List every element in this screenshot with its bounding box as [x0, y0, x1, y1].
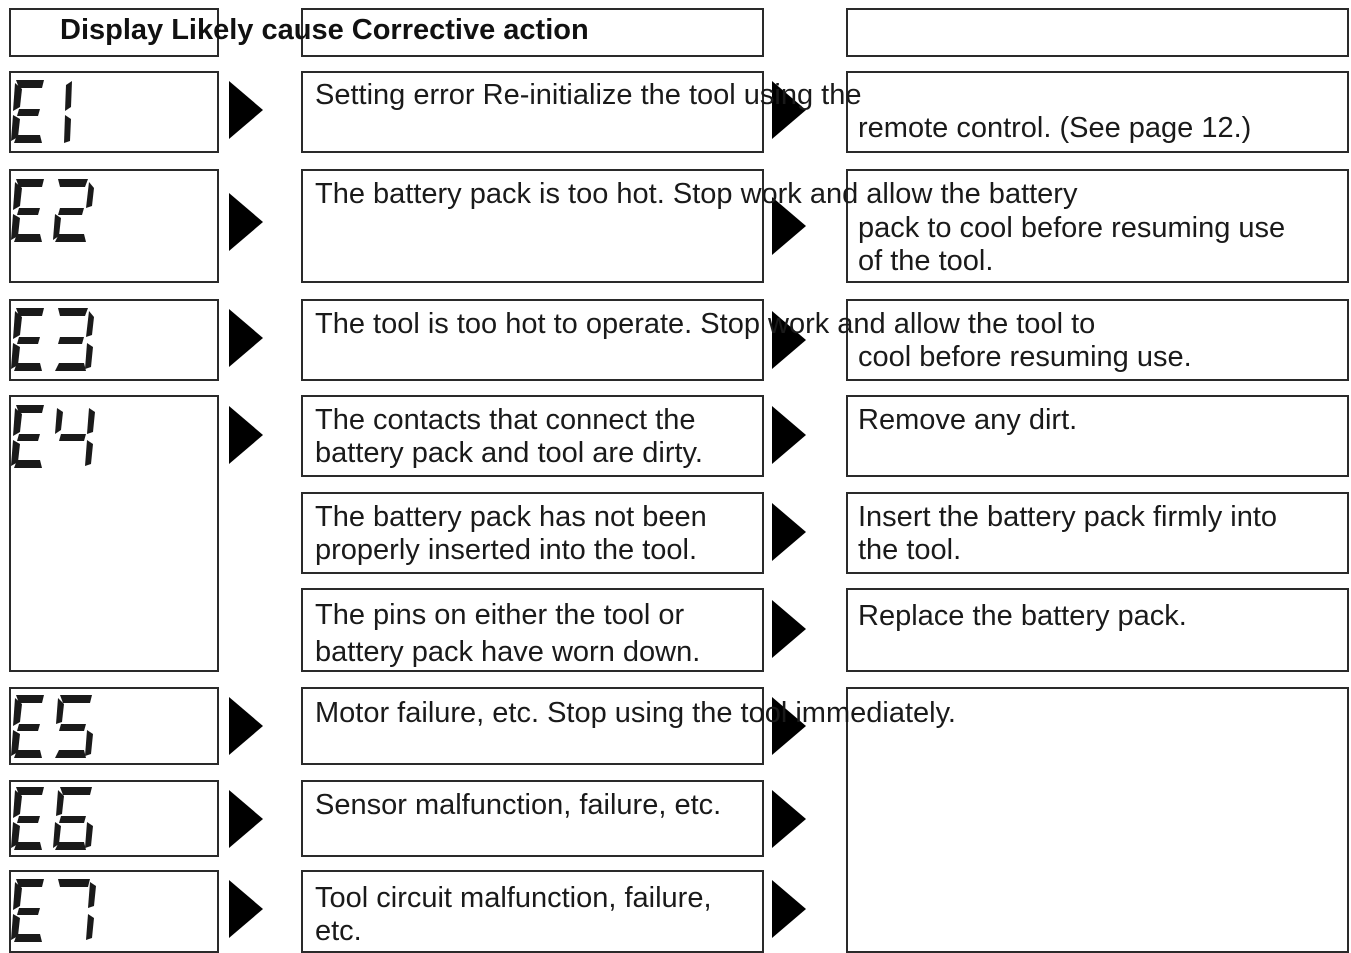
header-display-box [9, 8, 219, 57]
arrow-right-icon [772, 600, 806, 658]
arrow-right-icon [772, 697, 806, 755]
arrow-right-icon [229, 790, 263, 848]
action-text-e2: pack to cool before resuming use of the … [858, 212, 1286, 277]
cause-box-e4-inserted [301, 492, 764, 574]
e4-segment-icon [11, 405, 95, 468]
cause-text-e4-inserted: The battery pack has not been properly i… [315, 501, 707, 566]
arrow-right-icon [772, 197, 806, 255]
cause-text-e2: The battery pack is too hot. Stop work a… [315, 178, 1078, 210]
action-text-e4-dirty: Remove any dirt. [858, 404, 1078, 436]
cause-box-e4-worn [301, 588, 764, 672]
cause-text-e3: The tool is too hot to operate. Stop wor… [315, 308, 1096, 340]
e2-segment-icon [11, 179, 94, 242]
action-text-e1: remote control. (See page 12.) [858, 112, 1252, 144]
action-text-e3: cool before resuming use. [858, 341, 1192, 373]
arrow-right-icon [229, 697, 263, 755]
action-box-e3 [846, 299, 1349, 381]
display-box-e1 [9, 71, 219, 153]
display-box-e7 [9, 870, 219, 953]
cause-box-e6 [301, 780, 764, 857]
arrow-right-icon [229, 406, 263, 464]
cause-box-e1 [301, 71, 764, 153]
arrow-right-icon [772, 503, 806, 561]
arrow-right-icon [229, 309, 263, 367]
e5-segment-icon [11, 695, 93, 758]
arrow-right-icon [772, 790, 806, 848]
header-cause-box [301, 8, 764, 57]
cause-text-e4-worn: The pins on either the tool or battery p… [315, 599, 701, 668]
e7-segment-icon [11, 879, 96, 942]
action-box-e1 [846, 71, 1349, 153]
cause-box-e7 [301, 870, 764, 953]
table-header: Display Likely cause Corrective action [60, 14, 589, 46]
cause-box-e3 [301, 299, 764, 381]
header-action-box [846, 8, 1349, 57]
display-box-e4 [9, 395, 219, 672]
arrow-right-icon [229, 193, 263, 251]
cause-text-e4-dirty: The contacts that connect the battery pa… [315, 404, 703, 469]
action-box-e4-worn [846, 588, 1349, 672]
arrow-right-icon [772, 81, 806, 139]
cause-box-e5 [301, 687, 764, 765]
cause-text-e7: Tool circuit malfunction, failure, etc. [315, 882, 712, 947]
action-text-e4-worn: Replace the battery pack. [858, 600, 1187, 632]
action-box-e4-dirty [846, 395, 1349, 477]
display-box-e2 [9, 169, 219, 283]
e6-segment-icon [11, 787, 93, 850]
display-box-e5 [9, 687, 219, 765]
cause-text-e5: Motor failure, etc. Stop using the tool … [315, 697, 956, 729]
cause-text-e1: Setting error Re-initialize the tool usi… [315, 79, 862, 111]
arrow-right-icon [229, 81, 263, 139]
arrow-right-icon [772, 311, 806, 369]
arrow-right-icon [772, 406, 806, 464]
display-box-e6 [9, 780, 219, 857]
cause-box-e4-dirty [301, 395, 764, 477]
e3-segment-icon [11, 308, 94, 371]
action-box-e5-e7 [846, 687, 1349, 953]
arrow-right-icon [772, 880, 806, 938]
action-box-e2 [846, 169, 1349, 283]
cause-text-e6: Sensor malfunction, failure, etc. [315, 789, 722, 821]
arrow-right-icon [229, 880, 263, 938]
cause-box-e2 [301, 169, 764, 283]
action-text-e4-inserted: Insert the battery pack firmly into the … [858, 501, 1278, 566]
e1-segment-icon [11, 80, 72, 143]
display-box-e3 [9, 299, 219, 381]
action-box-e4-inserted [846, 492, 1349, 574]
